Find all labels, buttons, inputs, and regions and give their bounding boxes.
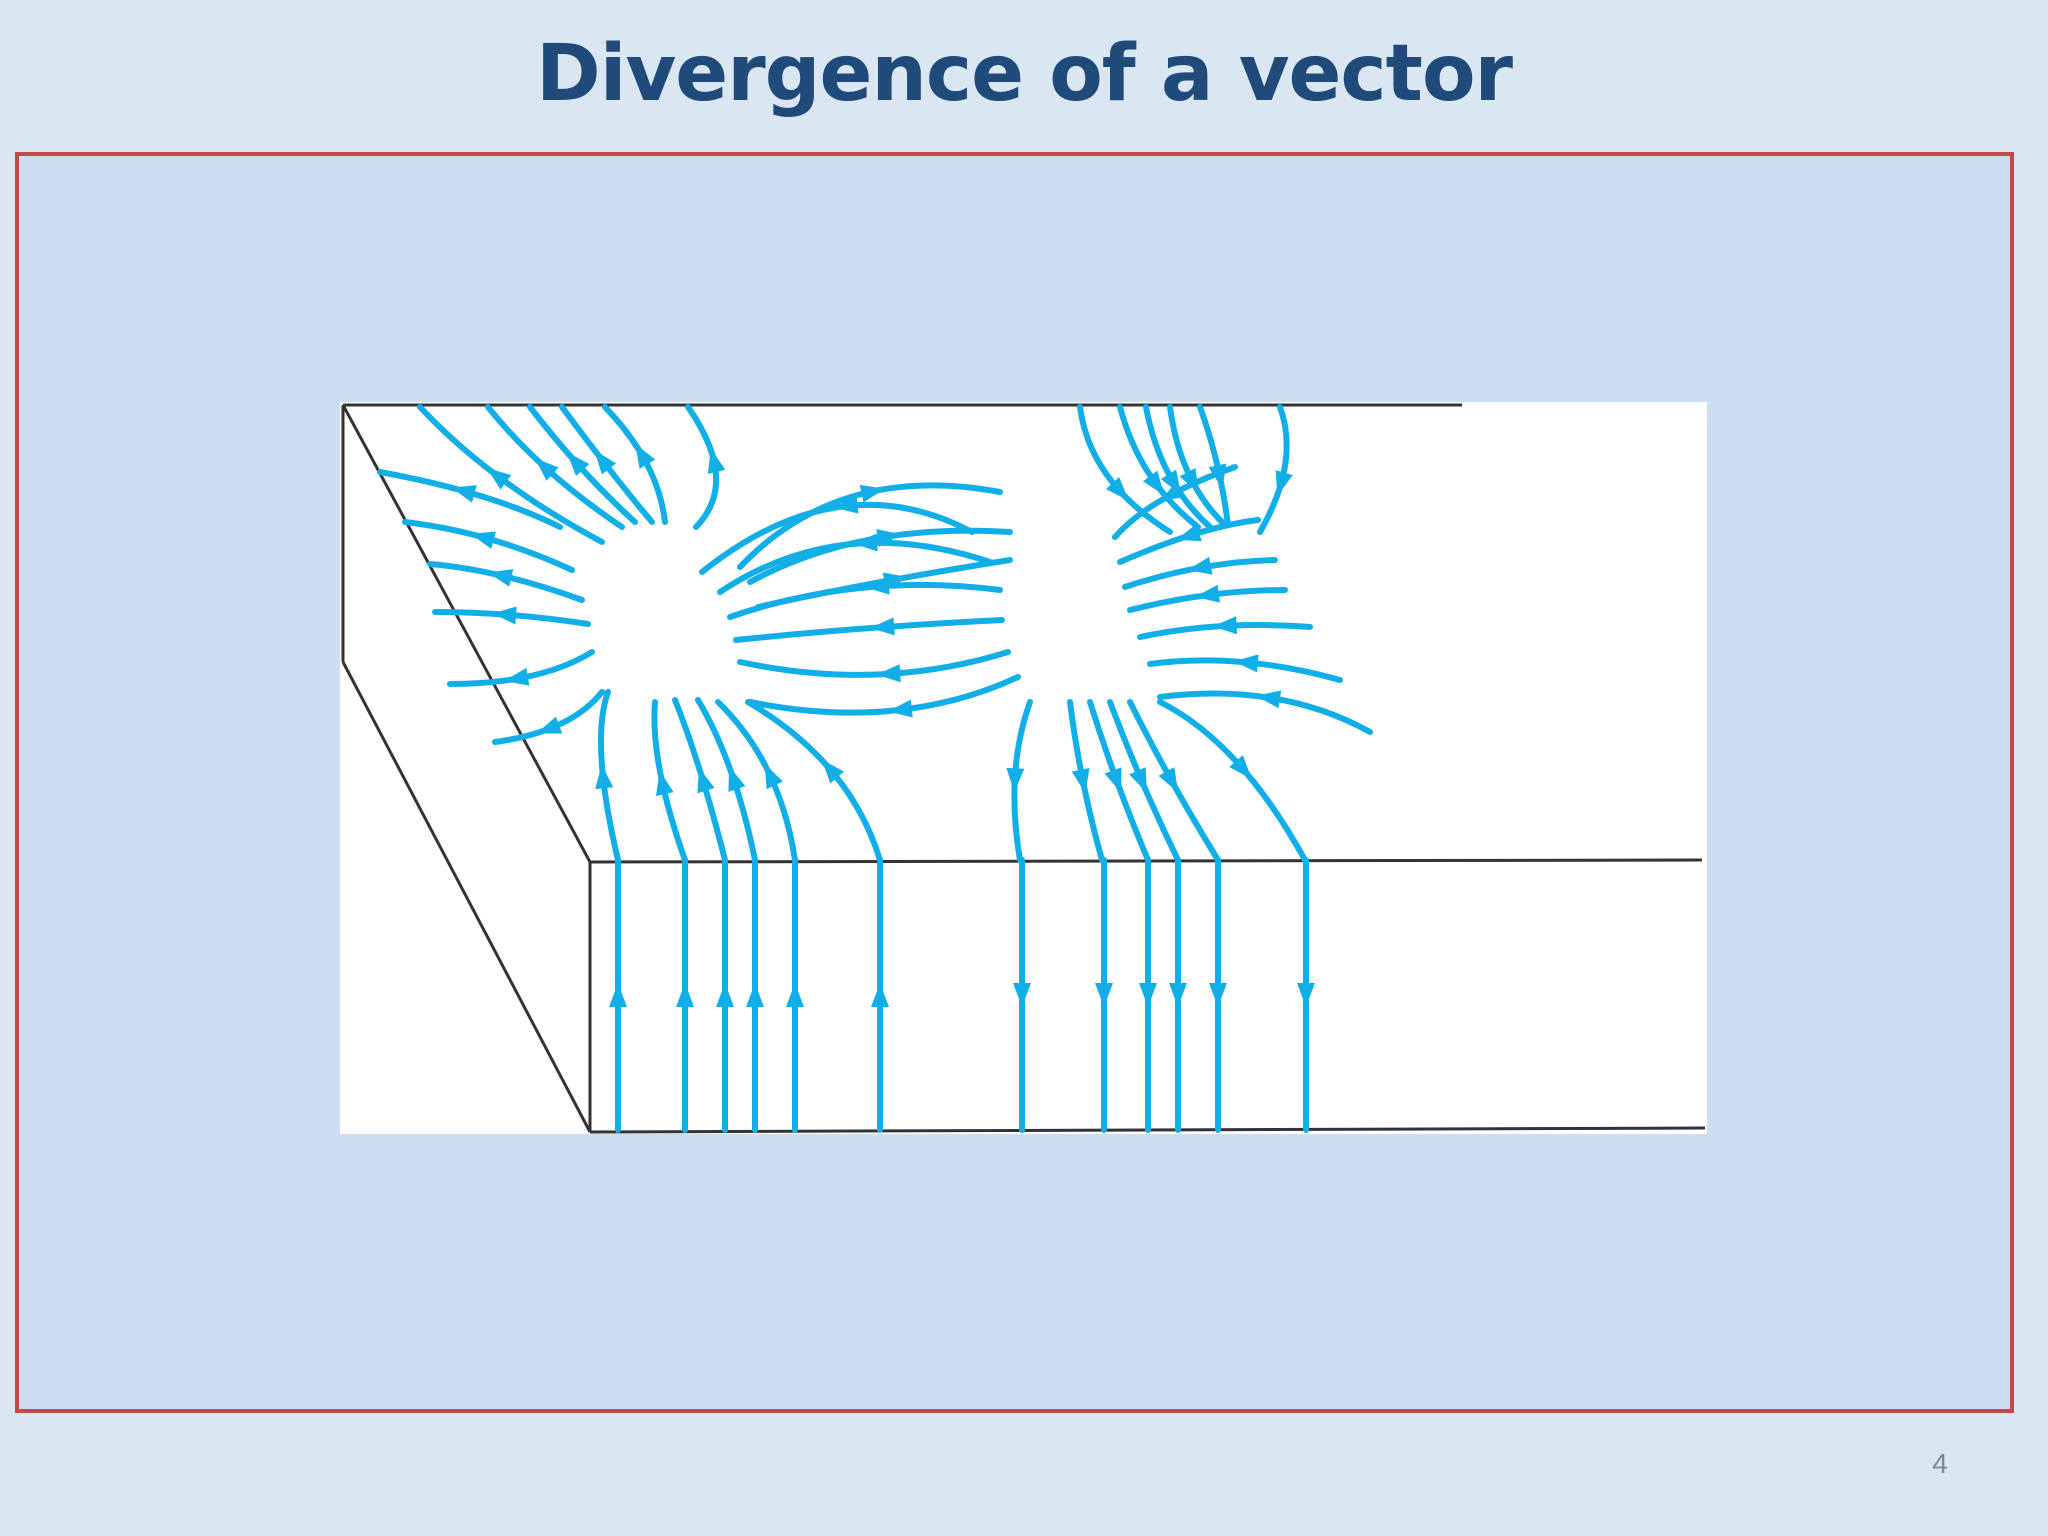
field-arrowhead	[594, 449, 617, 475]
field-arrowhead	[1169, 983, 1187, 1007]
field-arrowhead	[876, 664, 901, 683]
field-arrowhead	[566, 452, 590, 476]
field-line-out	[685, 404, 719, 530]
field-arrowhead	[1229, 755, 1252, 780]
field-arrowhead	[786, 983, 804, 1007]
field-arrowhead	[821, 759, 844, 784]
field-arrowhead	[1160, 481, 1186, 501]
field-arrowhead	[1129, 767, 1147, 793]
field-arrowhead	[728, 766, 746, 792]
field-lines	[377, 404, 1373, 1133]
field-arrowhead	[1179, 467, 1199, 494]
field-arrowhead	[504, 667, 530, 686]
field-arrowhead	[451, 485, 477, 503]
field-line-flow	[737, 482, 1003, 570]
vector-field-figure	[340, 402, 1707, 1134]
field-line-rev	[747, 674, 1021, 716]
field-arrowhead	[1158, 767, 1179, 793]
field-line-in	[1117, 517, 1261, 565]
field-arrowhead	[697, 767, 715, 794]
field-arrowhead	[1139, 983, 1157, 1007]
field-line-in	[1077, 404, 1173, 535]
field-arrowhead	[655, 770, 674, 796]
field-line-in	[1117, 404, 1201, 530]
field-arrowhead	[487, 569, 514, 587]
field-arrowhead	[609, 983, 627, 1007]
field-line-rev	[737, 649, 1011, 678]
field-line-up	[598, 689, 621, 863]
field-line-out	[377, 469, 563, 530]
field-arrowhead	[853, 533, 878, 552]
field-line-in	[1197, 404, 1231, 528]
field-arrowhead	[707, 448, 726, 474]
field-arrowhead	[865, 576, 890, 595]
field-lines-diagram	[341, 403, 1706, 1134]
field-arrowhead	[676, 983, 694, 1007]
field-arrowhead	[833, 495, 859, 514]
field-arrowhead	[746, 983, 764, 1007]
field-arrowhead	[764, 763, 783, 790]
field-arrowhead	[1176, 523, 1202, 542]
page-number: 4	[1932, 1448, 1948, 1479]
field-arrowhead	[1142, 470, 1165, 496]
field-arrowhead	[536, 716, 563, 734]
field-arrowhead	[1105, 476, 1129, 501]
slide-title: Divergence of a vector	[535, 29, 1513, 119]
field-line-out	[447, 649, 595, 687]
field-line-rev	[717, 539, 993, 595]
slab-left-lower-diagonal	[341, 661, 592, 1133]
field-arrowhead	[870, 617, 895, 636]
field-arrowhead	[470, 531, 496, 549]
field-arrowhead	[1187, 556, 1213, 575]
field-arrowhead	[534, 457, 559, 481]
field-arrowhead	[716, 983, 734, 1007]
field-arrowhead	[871, 983, 889, 1007]
field-arrowhead	[486, 467, 512, 490]
field-arrowhead	[1297, 983, 1315, 1007]
field-arrowhead	[1209, 983, 1227, 1007]
field-line-rev	[733, 617, 1005, 643]
field-arrowhead	[1256, 690, 1282, 709]
field-arrowhead	[1095, 983, 1113, 1007]
field-arrowhead	[635, 443, 656, 469]
field-arrowhead	[1194, 584, 1220, 603]
field-line-in	[1257, 404, 1290, 535]
field-arrowhead	[492, 606, 517, 625]
field-arrowhead	[595, 764, 614, 790]
field-arrowhead	[1104, 767, 1122, 793]
field-arrowhead	[887, 699, 913, 718]
field-arrowhead	[1212, 616, 1238, 635]
field-line-out	[492, 689, 605, 745]
field-line-rev	[727, 581, 1003, 620]
field-arrowhead	[1071, 768, 1090, 794]
field-arrowhead	[1275, 470, 1293, 496]
field-arrowhead	[1006, 767, 1025, 793]
slab-left-diagonal-edge	[341, 404, 592, 863]
field-arrowhead	[1233, 654, 1259, 673]
field-line-down	[1157, 699, 1308, 863]
field-arrowhead	[1013, 983, 1031, 1007]
field-arrowhead	[859, 484, 886, 503]
